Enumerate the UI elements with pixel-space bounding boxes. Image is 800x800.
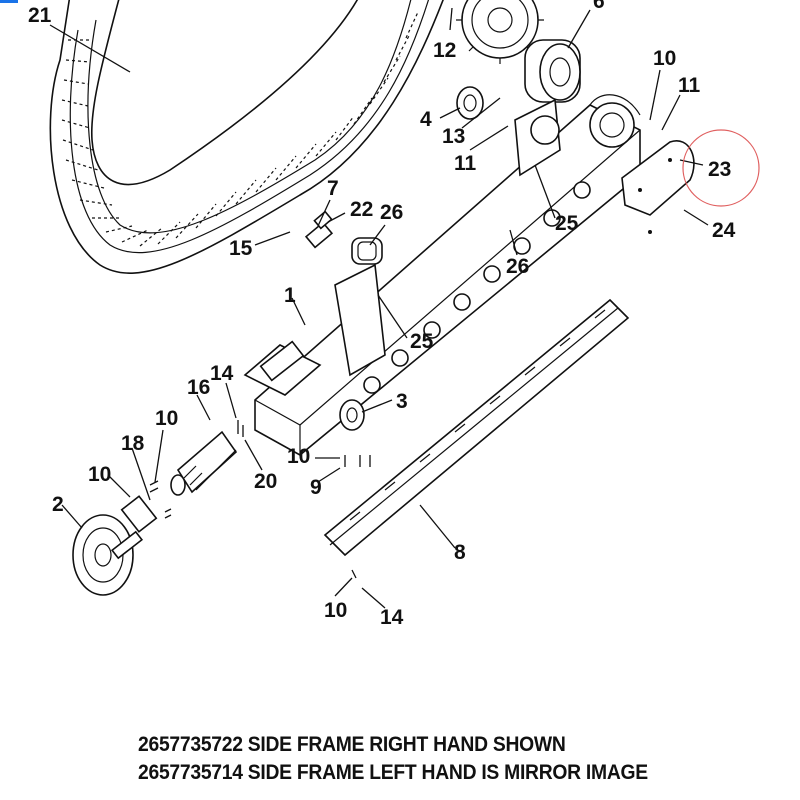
idler-wheel xyxy=(72,514,144,596)
callout-11: 11 xyxy=(678,74,701,97)
callout-8: 8 xyxy=(454,541,466,564)
callout-10: 10 xyxy=(287,445,310,468)
bottom-roller xyxy=(339,399,365,431)
callout-21: 21 xyxy=(28,4,52,27)
callout-26: 26 xyxy=(506,255,529,278)
drive-motor xyxy=(524,39,581,103)
callout-25: 25 xyxy=(555,212,579,235)
bracket-plate xyxy=(304,210,334,249)
roller-part-4 xyxy=(456,86,484,120)
callout-22: 22 xyxy=(350,198,373,221)
carrier-roller xyxy=(351,237,383,265)
window-corner-accent xyxy=(0,0,18,3)
callout-labels: 21 12 6 10 11 4 13 11 23 7 22 26 25 24 1… xyxy=(28,0,736,629)
leader-lines xyxy=(49,7,709,609)
caption-line-2: 2657735714 SIDE FRAME LEFT HAND IS MIRRO… xyxy=(138,761,648,784)
caption-line-1: 2657735722 SIDE FRAME RIGHT HAND SHOWN xyxy=(138,733,566,756)
callout-12: 12 xyxy=(433,39,456,62)
callout-3: 3 xyxy=(396,390,408,413)
highlight-ring xyxy=(682,129,760,207)
callout-16: 16 xyxy=(187,376,210,399)
callout-14: 14 xyxy=(380,606,404,629)
callout-10: 10 xyxy=(88,463,111,486)
callout-23: 23 xyxy=(708,158,731,181)
rubber-track xyxy=(49,0,444,274)
callout-26: 26 xyxy=(380,201,403,224)
callout-1: 1 xyxy=(284,284,296,307)
callout-24: 24 xyxy=(712,219,736,242)
adjuster-plate xyxy=(120,495,158,533)
callout-11: 11 xyxy=(454,152,477,175)
callout-18: 18 xyxy=(121,432,145,455)
callout-10: 10 xyxy=(155,407,178,430)
fasteners xyxy=(149,420,371,579)
callout-2: 2 xyxy=(52,493,64,516)
callout-14: 14 xyxy=(210,362,234,385)
callout-20: 20 xyxy=(254,470,277,493)
callout-9: 9 xyxy=(310,476,322,499)
callout-7: 7 xyxy=(327,177,339,200)
cover-plate xyxy=(621,140,695,234)
callout-13: 13 xyxy=(442,125,465,148)
side-frame xyxy=(243,94,641,456)
callout-25: 25 xyxy=(410,330,434,353)
tension-spring xyxy=(170,430,238,496)
sprocket xyxy=(456,0,544,64)
callout-10: 10 xyxy=(653,47,676,70)
track-guide xyxy=(323,298,630,557)
callout-6: 6 xyxy=(593,0,605,13)
callout-4: 4 xyxy=(420,108,432,131)
callout-10: 10 xyxy=(324,599,347,622)
callout-15: 15 xyxy=(229,237,253,260)
